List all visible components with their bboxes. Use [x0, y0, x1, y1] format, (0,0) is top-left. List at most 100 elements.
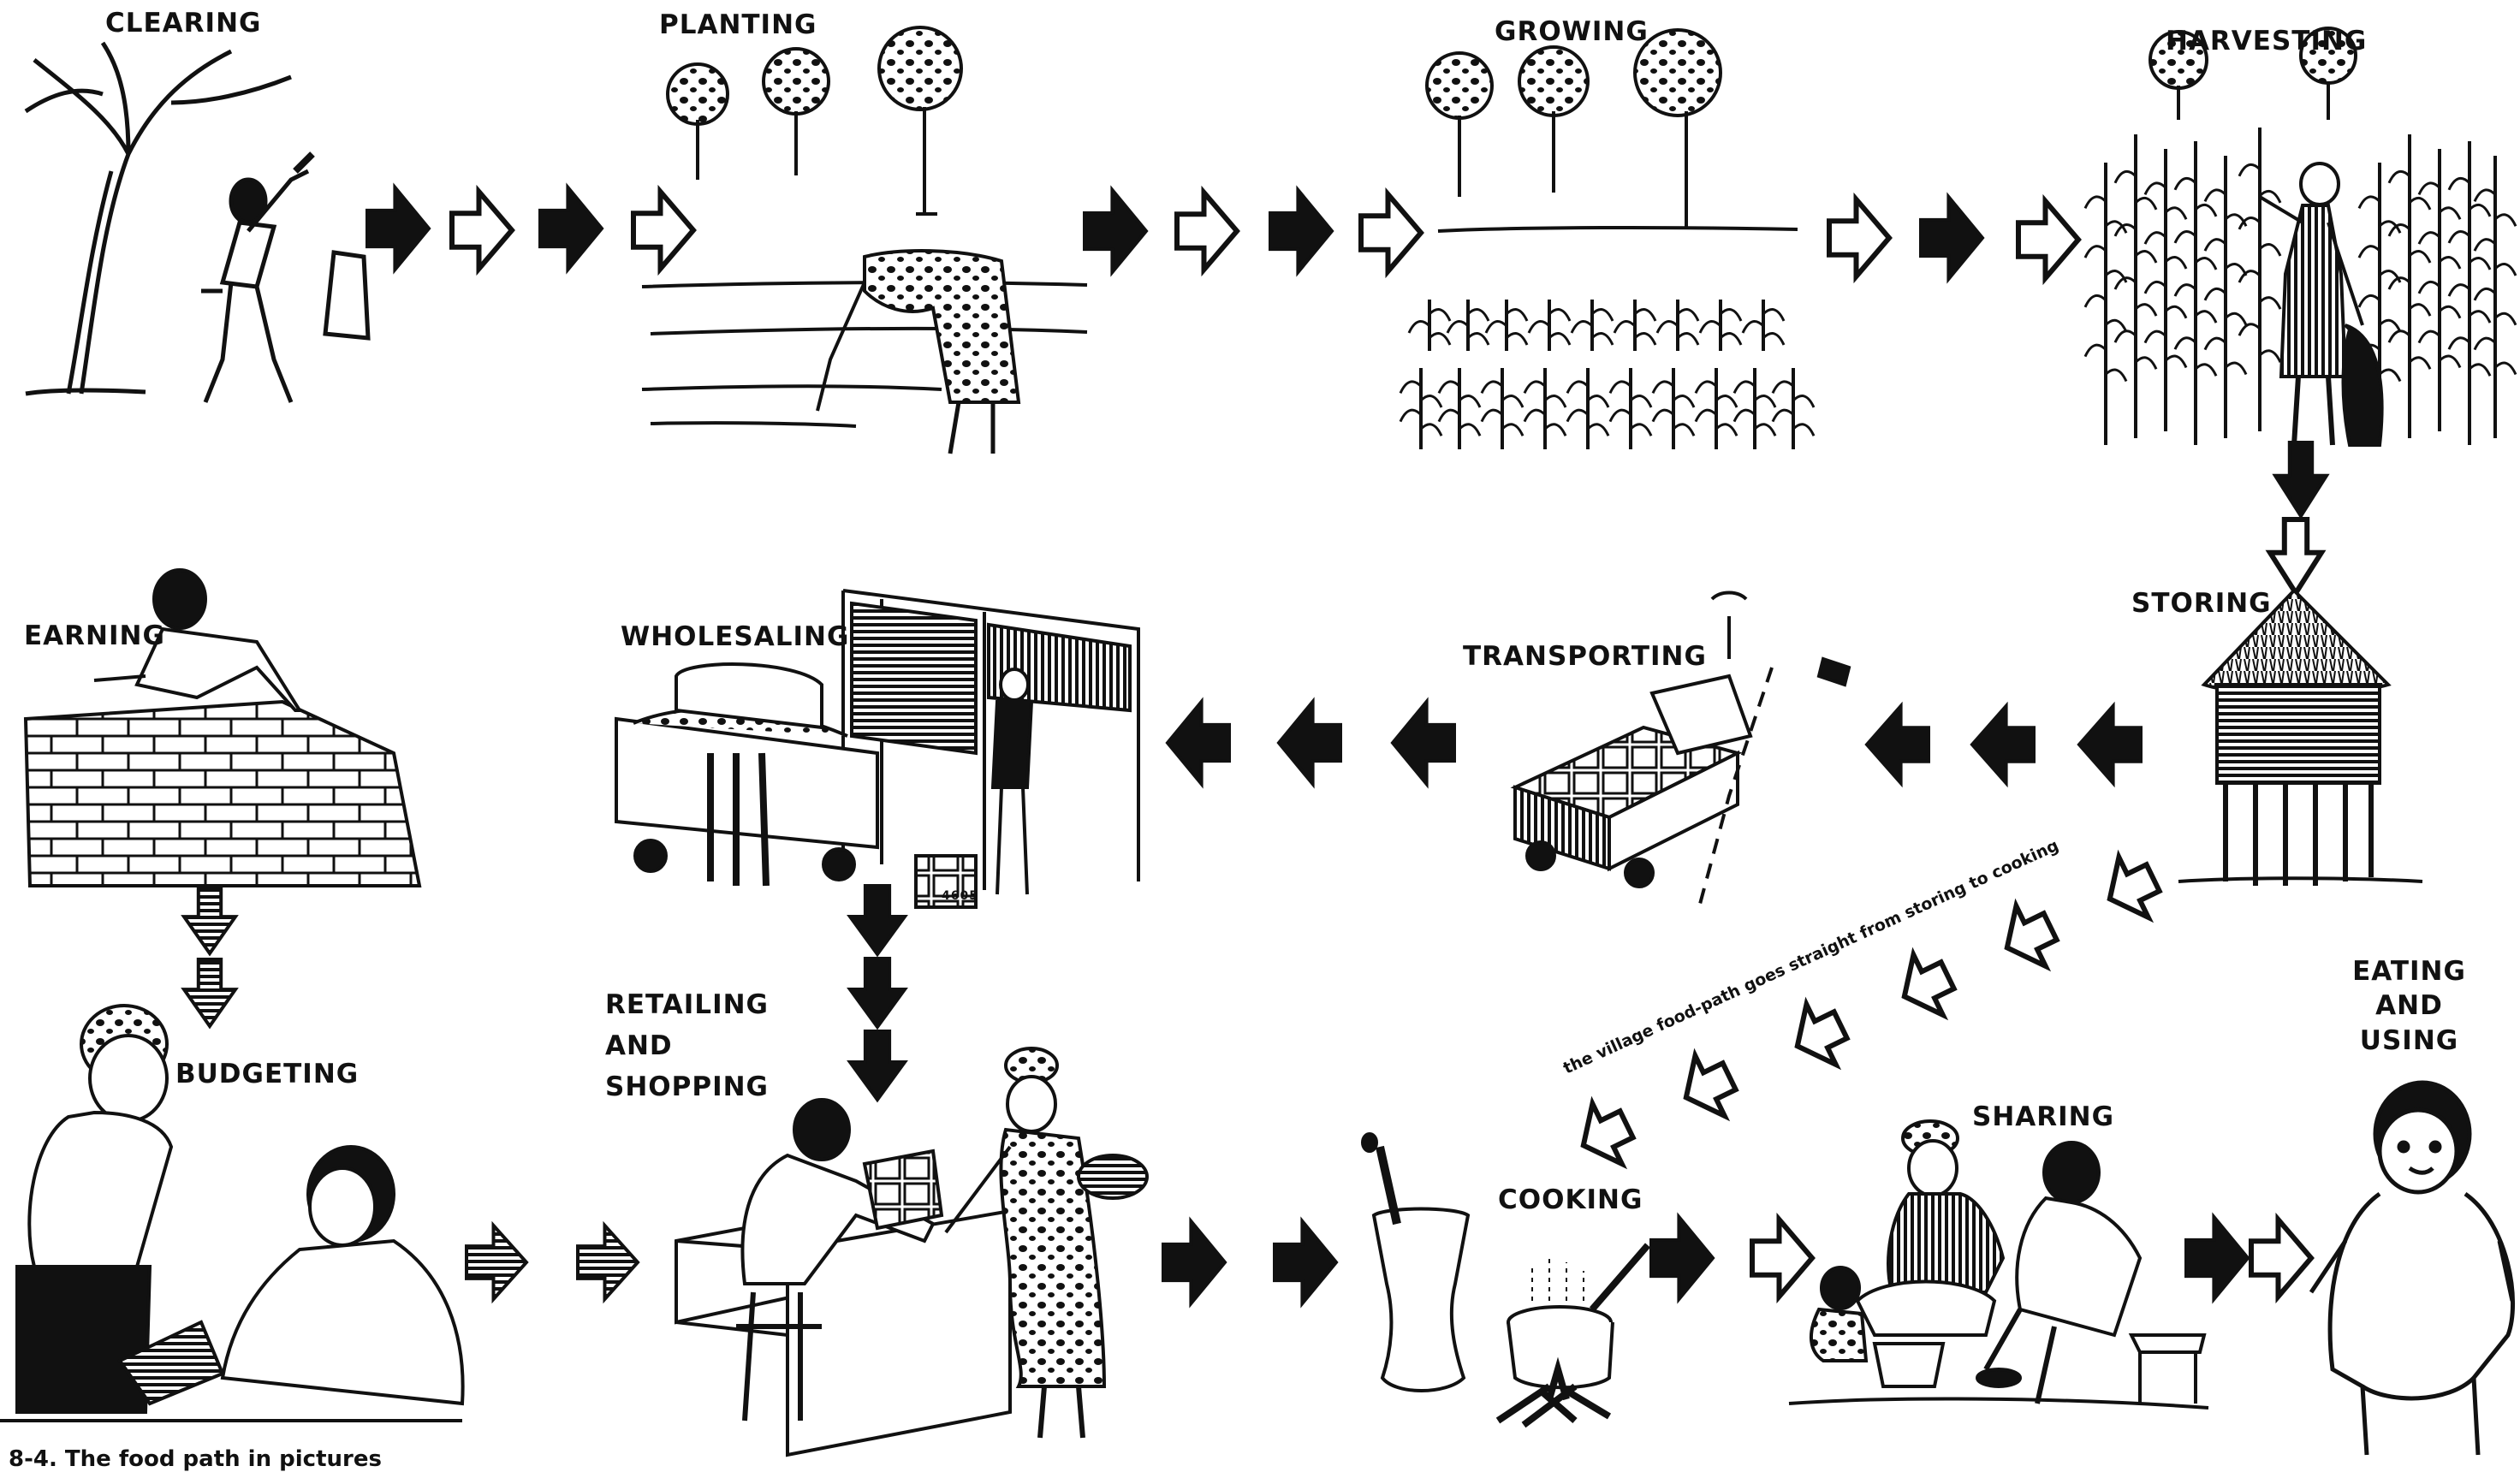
maize-leaf — [1753, 395, 1777, 408]
flow-arrow-outline — [1827, 192, 1893, 284]
clearing-scene — [24, 41, 371, 403]
flow-arrow-solid — [1162, 1216, 1227, 1309]
maize-leaf — [2083, 294, 2107, 308]
flow-arrow-solid — [847, 1030, 908, 1103]
maize-leaf — [1437, 380, 1461, 395]
earning-wall — [23, 568, 422, 887]
label-retailing-line2: AND — [605, 1030, 673, 1062]
flow-arrow-outline — [1358, 187, 1424, 279]
flow-arrow-outline — [2249, 1212, 2315, 1304]
maize-leaf — [2203, 238, 2227, 252]
maize-leaf — [1590, 332, 1614, 346]
maize-leaf — [2104, 318, 2128, 333]
retail-counter — [675, 1047, 1149, 1457]
maize-leaf — [2104, 220, 2128, 234]
figure-caption: 8-4. The food path in pictures — [9, 1446, 382, 1472]
maize-leaf — [2447, 283, 2471, 297]
maize-leaf — [1501, 423, 1524, 436]
cooking-scene — [1361, 1132, 1651, 1428]
maize-leaf — [2134, 196, 2158, 211]
maize-leaf — [2378, 368, 2402, 383]
maize-leaf — [2238, 270, 2261, 283]
maize-leaf — [1505, 308, 1529, 322]
maize-leaf — [1480, 408, 1504, 423]
maize-leaf — [2083, 343, 2107, 358]
maize-leaf — [1523, 380, 1547, 395]
maize-leaf — [2357, 245, 2381, 258]
maize-leaf — [2194, 310, 2218, 323]
maize-leaf — [1586, 395, 1610, 408]
maize-leaf — [1543, 395, 1567, 408]
flow-arrow-solid — [2272, 441, 2330, 519]
maize-leaf — [2224, 213, 2248, 227]
maize-leaf — [1719, 332, 1743, 346]
maize-leaf — [2194, 257, 2218, 270]
flow-arrow-solid — [1649, 1212, 1715, 1304]
maize-leaf — [2473, 336, 2497, 351]
maize-leaf — [1771, 408, 1795, 423]
maize-leaf — [1762, 308, 1786, 322]
flow-arrow-solid — [1864, 701, 1930, 788]
maize-leaf — [2417, 280, 2441, 294]
label-growing: GROWING — [1495, 16, 1649, 47]
flow-arrow-solid — [1919, 192, 1985, 284]
maize-leaf — [2387, 276, 2411, 290]
maize-leaf — [1608, 380, 1632, 395]
maize-leaf — [1651, 408, 1675, 423]
maize-leaf — [1719, 308, 1743, 322]
maize-leaf — [2143, 181, 2167, 196]
maize-leaf — [2164, 354, 2188, 369]
young-maize-rows — [1399, 300, 1816, 449]
planting-scene — [641, 26, 1088, 454]
budgeting-scene — [0, 1004, 465, 1422]
flow-arrows — [181, 182, 2330, 1309]
maize-leaf — [2408, 250, 2432, 264]
maize-leaf — [2258, 243, 2282, 257]
maize-leaf — [2164, 206, 2188, 220]
maize-leaf — [1694, 408, 1718, 423]
maize-leaf — [1505, 332, 1529, 346]
label-cooking: COOKING — [1498, 1184, 1643, 1215]
maize-leaf — [2357, 294, 2381, 308]
flow-arrow-outline — [2107, 849, 2163, 923]
maize-leaf — [2468, 257, 2492, 270]
maize-leaf — [2173, 336, 2197, 350]
maize-leaf — [2113, 329, 2137, 343]
maize-leaf — [1566, 408, 1590, 423]
maize-leaf — [1732, 408, 1756, 423]
maize-leaf — [1633, 332, 1657, 346]
maize-leaf — [1458, 395, 1482, 408]
flow-arrow-outline — [2016, 193, 2082, 286]
maize-leaf — [2438, 305, 2462, 319]
flow-arrow-outline — [1901, 947, 1958, 1021]
maize-leaf — [2164, 305, 2188, 319]
maize-leaf — [2134, 303, 2158, 317]
flow-arrow-solid — [847, 884, 908, 958]
maize-leaf — [1792, 395, 1816, 408]
maize-leaf — [2224, 312, 2248, 326]
flow-arrow-outline — [2004, 898, 2060, 972]
maize-leaf — [1590, 308, 1614, 322]
maize-leaf — [1629, 423, 1653, 436]
maize-leaf — [1633, 308, 1657, 322]
maize-leaf — [2134, 250, 2158, 264]
maize-leaf — [2468, 203, 2492, 217]
label-earning: EARNING — [24, 620, 165, 651]
flow-arrow-outline — [1580, 1095, 1637, 1170]
maize-leaf — [1762, 332, 1786, 346]
maize-leaf — [2083, 195, 2107, 210]
maize-leaf — [2473, 188, 2497, 203]
granary — [2178, 588, 2423, 886]
maize-leaf — [1466, 332, 1490, 346]
label-eating-line3: USING — [2359, 1024, 2459, 1056]
maize-leaf — [2113, 169, 2137, 184]
flow-arrow-outline — [1174, 185, 1240, 277]
maize-leaf — [2143, 231, 2167, 245]
wholesale-market — [615, 589, 1140, 909]
maize-leaf — [1753, 423, 1777, 436]
label-planting: PLANTING — [659, 9, 817, 40]
maize-leaf — [2134, 356, 2158, 370]
maize-leaf — [1419, 423, 1443, 436]
flow-arrow-outline — [1750, 1212, 1816, 1304]
